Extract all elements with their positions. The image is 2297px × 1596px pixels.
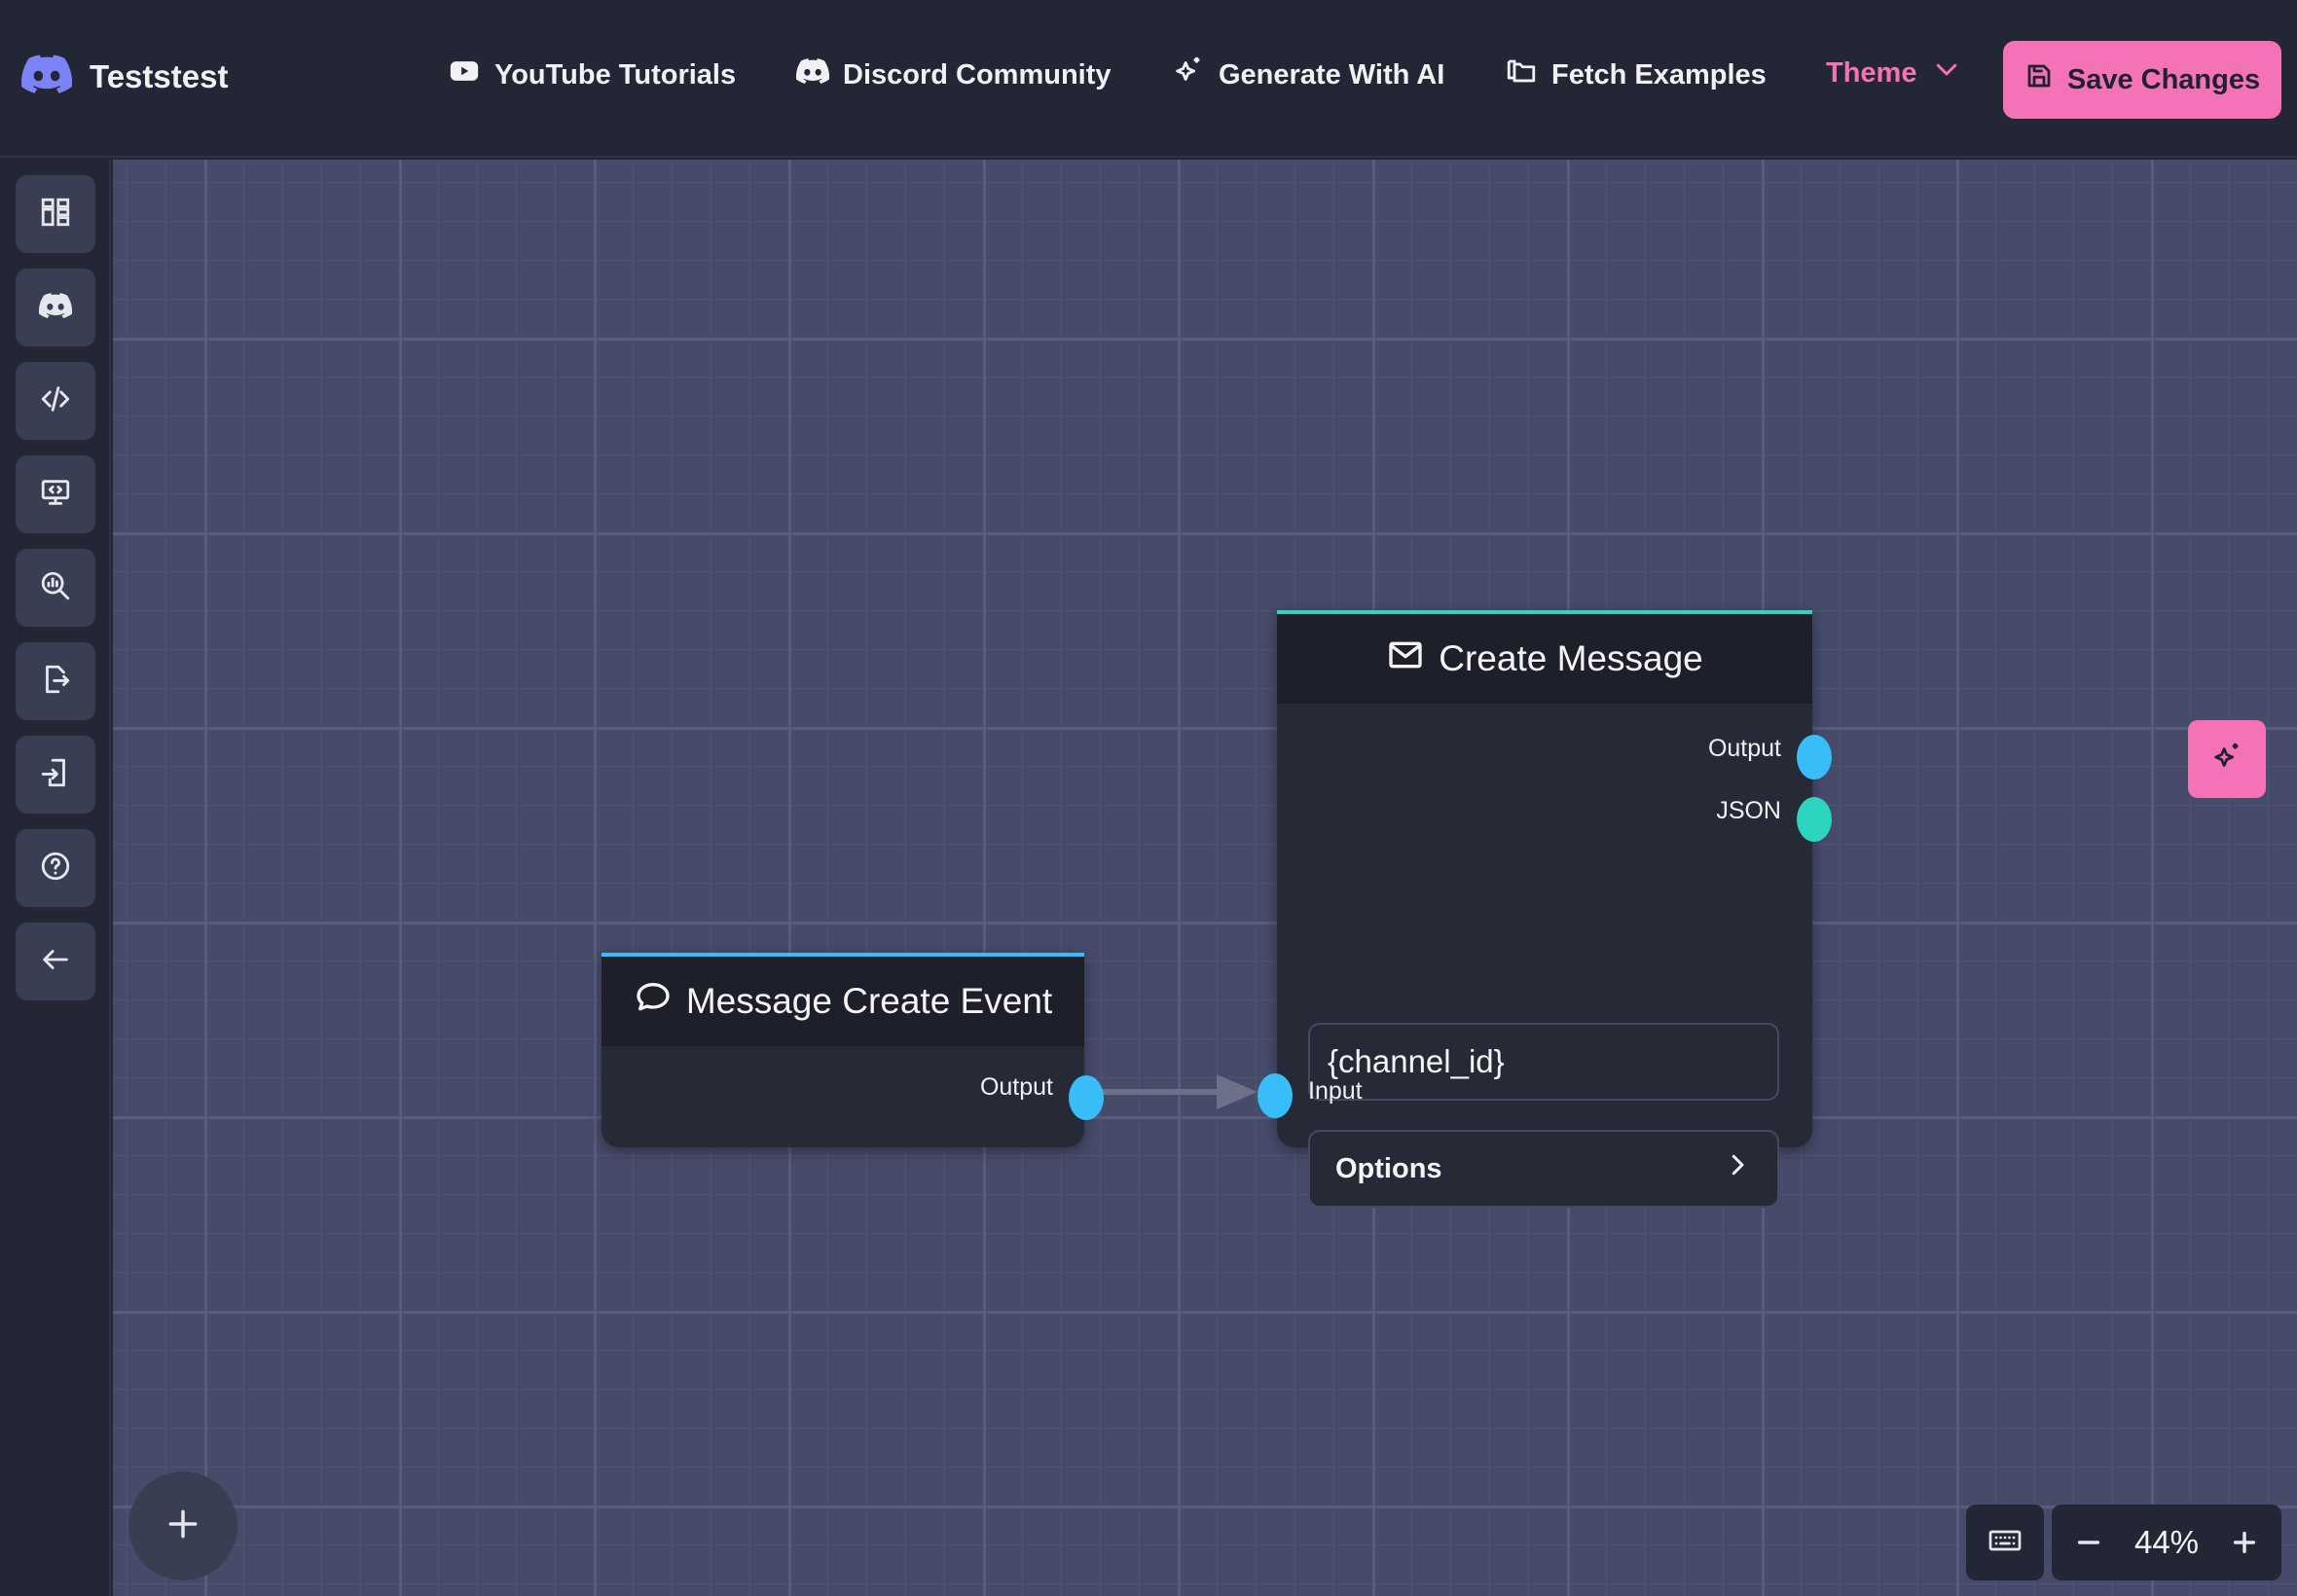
port-label-json: JSON <box>1716 797 1781 824</box>
minus-icon <box>2077 1541 2100 1544</box>
channel-id-input[interactable]: {channel_id} <box>1308 1023 1779 1101</box>
options-expander[interactable]: Options <box>1308 1130 1779 1208</box>
nav-discord-community[interactable]: Discord Community <box>795 54 1112 95</box>
export-icon <box>39 663 72 701</box>
port-label-output: Output <box>979 1073 1053 1101</box>
node-header: Create Message <box>1277 614 1812 704</box>
zoom-level: 44% <box>2133 1524 2200 1560</box>
ai-assistant-button[interactable] <box>2188 720 2266 798</box>
node-title: Create Message <box>1439 638 1703 678</box>
chat-bubble-icon <box>634 978 686 1026</box>
options-label: Options <box>1335 1152 1442 1184</box>
discord-icon <box>795 54 843 95</box>
sidebar-dashboard-button[interactable] <box>16 175 95 253</box>
flow-canvas[interactable]: Message Create Event Output Create Messa… <box>113 160 2297 1596</box>
chevron-down-icon <box>1916 54 1961 91</box>
input-port[interactable] <box>1258 1073 1293 1118</box>
mail-icon <box>1386 635 1439 683</box>
nav-youtube-tutorials[interactable]: YouTube Tutorials <box>448 54 736 95</box>
save-icon <box>2024 61 2067 98</box>
brand: Teststest <box>20 54 229 98</box>
port-label-input: Input <box>1308 1077 1363 1105</box>
node-title: Message Create Event <box>685 981 1053 1021</box>
node-message-create-event[interactable]: Message Create Event Output <box>602 953 1104 1147</box>
plus-icon <box>164 1505 201 1547</box>
sidebar-monitor-button[interactable] <box>16 455 95 533</box>
node-header: Message Create Event <box>602 957 1084 1046</box>
import-icon <box>39 756 72 794</box>
nav-label: Generate With AI <box>1219 58 1445 91</box>
sidebar-import-button[interactable] <box>16 736 95 814</box>
code-icon <box>39 382 72 420</box>
zoom-in-button[interactable] <box>2229 1527 2260 1558</box>
search-chart-icon <box>39 569 72 607</box>
keyboard-icon <box>1987 1523 2023 1563</box>
output-port[interactable] <box>1069 1075 1104 1120</box>
project-name: Teststest <box>90 57 229 94</box>
folders-icon <box>1505 54 1551 95</box>
discord-icon <box>38 289 73 327</box>
nav-label: Discord Community <box>843 58 1112 91</box>
add-node-button[interactable] <box>128 1471 237 1580</box>
theme-label: Theme <box>1826 56 1917 89</box>
keyboard-shortcuts-button[interactable] <box>1966 1505 2044 1580</box>
zoom-out-button[interactable] <box>2073 1527 2104 1558</box>
sidebar-help-button[interactable] <box>16 829 95 907</box>
output-port[interactable] <box>1797 735 1832 780</box>
node-create-message[interactable]: Create Message Output JSON {channel_id} … <box>1258 610 1832 1208</box>
sidebar-code-button[interactable] <box>16 362 95 440</box>
sparkle-icon <box>2210 741 2243 779</box>
nav-generate-with-ai[interactable]: Generate With AI <box>1172 54 1444 95</box>
json-port[interactable] <box>1797 797 1832 842</box>
nav-label: YouTube Tutorials <box>494 58 737 91</box>
youtube-icon <box>448 54 494 95</box>
sidebar-search-button[interactable] <box>16 549 95 627</box>
top-header: Teststest YouTube Tutorials Discord Comm… <box>0 0 2297 158</box>
monitor-code-icon <box>39 476 72 514</box>
edge-connection[interactable] <box>113 160 2297 1596</box>
sparkle-icon <box>1172 54 1219 95</box>
save-label: Save Changes <box>2066 63 2261 95</box>
left-sidebar <box>0 160 111 1596</box>
back-arrow-icon <box>39 943 72 981</box>
sidebar-discord-button[interactable] <box>16 269 95 346</box>
nav-label: Fetch Examples <box>1551 58 1767 91</box>
sidebar-export-button[interactable] <box>16 642 95 720</box>
theme-dropdown[interactable]: Theme <box>1826 54 1961 91</box>
chevron-right-icon <box>1723 1150 1752 1187</box>
sidebar-back-button[interactable] <box>16 923 95 1000</box>
nav-fetch-examples[interactable]: Fetch Examples <box>1505 54 1767 95</box>
help-icon <box>39 850 72 888</box>
zoom-controls: 44% <box>2052 1505 2281 1580</box>
dashboard-icon <box>39 196 72 234</box>
plus-icon <box>2233 1531 2256 1554</box>
port-label-output: Output <box>1707 735 1781 762</box>
discord-logo-icon <box>20 54 73 98</box>
save-changes-button[interactable]: Save Changes <box>2003 41 2281 119</box>
